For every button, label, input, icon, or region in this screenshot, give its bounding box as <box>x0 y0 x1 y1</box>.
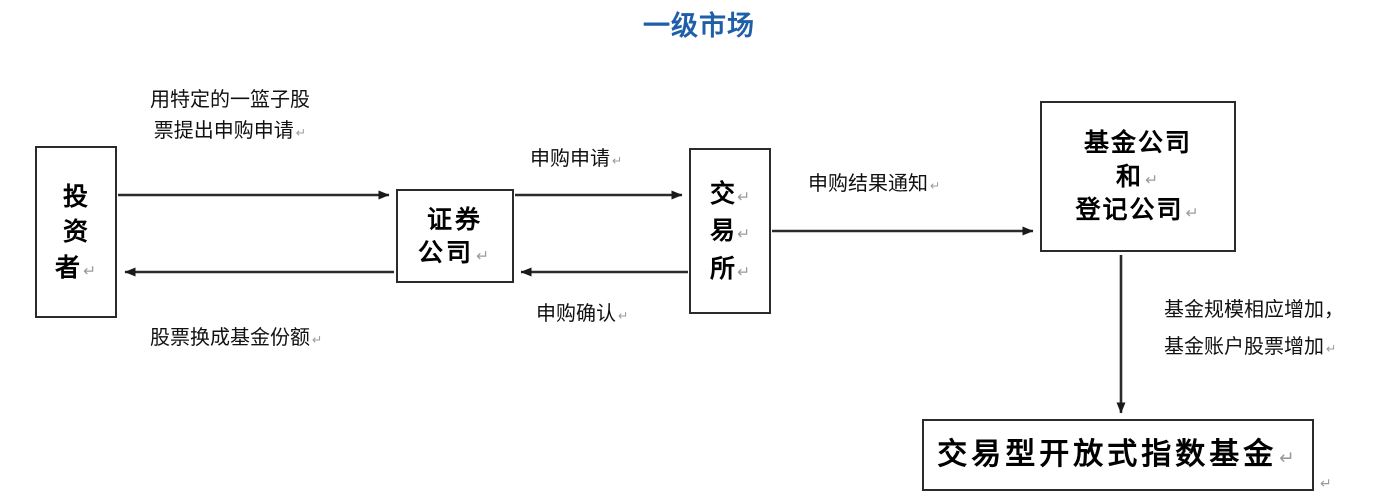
pilcrow-icon: ↵ <box>83 261 97 280</box>
label-fund-scale-increase: 基金规模相应增加， 基金账户股票增加↵ <box>1164 291 1344 365</box>
node-broker-line-1: 证券 <box>426 204 483 234</box>
pilcrow-icon: ↵ <box>612 153 623 168</box>
label-subscribe-request: 申购申请↵ <box>530 143 622 174</box>
pilcrow-icon: ↵ <box>618 308 629 323</box>
pilcrow-icon: ↵ <box>737 225 750 244</box>
node-investor-line-1: 投 <box>62 181 89 211</box>
node-exchange-line-1: 交↵ <box>709 178 750 208</box>
pilcrow-icon: ↵ <box>1326 341 1337 356</box>
pilcrow-icon: ↵ <box>295 125 307 140</box>
label-shares-to-units: 股票换成基金份额↵ <box>150 322 322 353</box>
pilcrow-icon: ↵ <box>1185 204 1201 223</box>
label-line: 用特定的一篮子股 <box>150 87 310 111</box>
node-exchange[interactable]: 交↵ 易↵ 所↵ <box>689 148 771 314</box>
node-fundco-line-1: 基金公司 <box>1083 128 1192 158</box>
label-subscription-result-notice: 申购结果通知↵ <box>808 168 940 199</box>
pilcrow-icon: ↵ <box>930 178 941 193</box>
label-line: 申购申请↵ <box>530 146 623 170</box>
label-line: 基金账户股票增加↵ <box>1164 334 1337 358</box>
label-subscribe-basket: 用特定的一篮子股 票提出申购申请↵ <box>150 84 310 146</box>
label-subscribe-confirm: 申购确认↵ <box>536 298 628 329</box>
pilcrow-icon: ↵ <box>1279 447 1299 469</box>
label-line: 股票换成基金份额↵ <box>150 325 323 349</box>
page-title: 一级市场 <box>643 11 755 42</box>
pilcrow-icon: ↵ <box>312 332 323 347</box>
pilcrow-icon: ↵ <box>476 247 492 265</box>
node-exchange-line-3: 所↵ <box>709 253 750 283</box>
node-broker-line-2: 公司↵ <box>417 238 492 267</box>
node-investor-line-3: 者↵ <box>54 252 97 282</box>
node-etf-line-1: 交易型开放式指数基金↵ <box>937 436 1299 472</box>
pilcrow-icon: ↵ <box>1145 170 1160 189</box>
node-fund-and-registration-company[interactable]: 基金公司 和↵ 登记公司↵ <box>1040 101 1236 252</box>
node-fundco-line-3: 登记公司↵ <box>1075 195 1201 225</box>
label-line: 基金规模相应增加， <box>1164 297 1344 321</box>
node-broker[interactable]: 证券 公司↵ <box>396 189 514 283</box>
pilcrow-icon: ↵ <box>737 187 750 206</box>
label-line: 票提出申购申请↵ <box>153 118 307 142</box>
node-investor-line-2: 资 <box>62 217 89 247</box>
node-exchange-line-2: 易↵ <box>709 216 750 246</box>
label-line: 申购结果通知↵ <box>808 171 941 195</box>
node-etf[interactable]: 交易型开放式指数基金↵ <box>922 419 1314 491</box>
node-investor[interactable]: 投 资 者↵ <box>35 146 117 318</box>
node-fundco-line-2: 和↵ <box>1115 161 1160 191</box>
pilcrow-icon: ↵ <box>737 262 750 281</box>
stray-pilcrow-icon: ↵ <box>1320 476 1332 492</box>
label-line: 申购确认↵ <box>536 301 629 325</box>
